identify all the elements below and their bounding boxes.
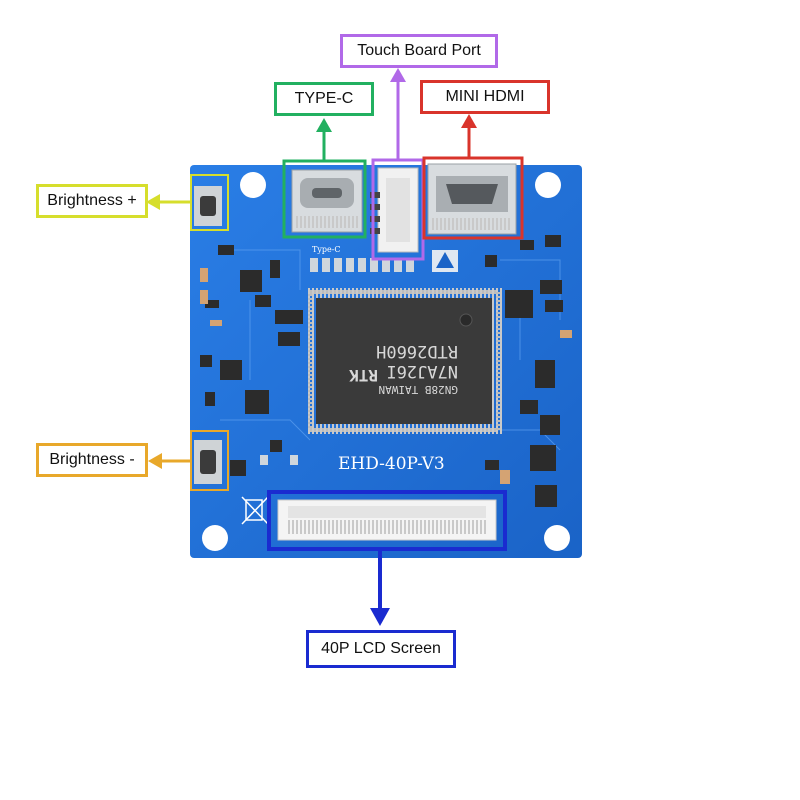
arrow-typec: [316, 118, 332, 161]
label-type-c: TYPE-C: [274, 82, 374, 116]
arrow-mini-hdmi: [461, 114, 477, 158]
mount-hole-tr: [535, 172, 561, 198]
mount-hole-tl: [240, 172, 266, 198]
brightness-plus-button: [194, 186, 222, 226]
fpc-connector: [277, 499, 497, 541]
label-touch-board-port: Touch Board Port: [340, 34, 498, 68]
label-lcd-screen: 40P LCD Screen: [306, 630, 456, 668]
highlight-lcd-connector: [267, 490, 507, 551]
arrow-brightness-minus: [148, 453, 191, 469]
mount-hole-bl: [202, 525, 228, 551]
chip-line1: RTD2660H: [376, 341, 458, 361]
highlight-mini-hdmi: [422, 156, 524, 240]
main-chip: RTK RTD2660H N7AJ26I GN28B TAIWAN: [306, 288, 502, 434]
arrow-lcd-screen: [370, 549, 390, 626]
board-silkscreen: EHD-40P-V3: [338, 454, 445, 474]
disposal-icon: [241, 496, 269, 525]
typec-connector: [291, 169, 363, 233]
mount-hole-br: [544, 525, 570, 551]
brightness-minus-button: [194, 440, 222, 484]
chip-line3: GN28B TAIWAN: [379, 383, 458, 396]
label-mini-hdmi: MINI HDMI: [420, 80, 550, 114]
arrow-brightness-plus: [146, 194, 191, 210]
touch-port-connector: [370, 167, 419, 253]
typec-silkscreen: Type-C: [312, 245, 341, 254]
arrow-touch-port: [390, 68, 406, 160]
label-brightness-minus: Brightness -: [36, 443, 148, 477]
chip-logo: RTK: [349, 366, 378, 385]
chip-line2: N7AJ26I: [386, 361, 458, 381]
mini-hdmi-connector: [427, 163, 517, 235]
label-brightness-plus: Brightness +: [36, 184, 148, 218]
